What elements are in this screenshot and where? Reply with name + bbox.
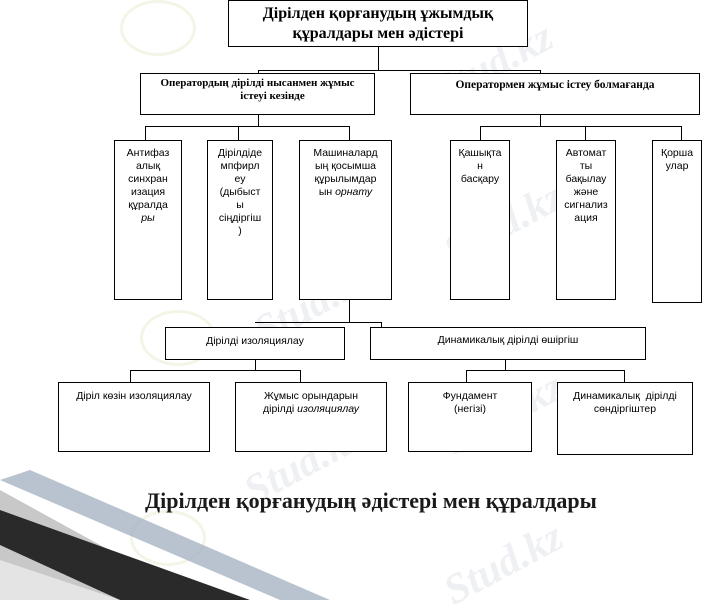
leaf-line: бақылау: [565, 173, 607, 185]
leaf-line: Дірілдіде: [217, 147, 263, 159]
leaf-box-machine-structures: Машиналард ың қосымша құрылымдар ын орна…: [299, 140, 392, 300]
leaf-line: ын орнату: [319, 186, 372, 199]
right-branch-box: Оператормен жұмыс істеу болмағанда: [410, 73, 700, 115]
connector-line: [540, 70, 541, 73]
leaf-box-automatic-monitoring: Автомат ты бақылау және сигнализ ация: [556, 140, 616, 300]
leaf-line: ың қосымша: [315, 160, 376, 172]
left-branch-line: істеуі кезінде: [240, 90, 305, 102]
bottom-box-word: изоляциялау: [297, 403, 359, 415]
leaf-line: Қорша: [660, 147, 694, 159]
bottom-box-foundation: Фундамент (негізі): [408, 382, 532, 452]
leaf-line: Автомат: [565, 147, 607, 159]
slide-title: Дірілден қорғанудың әдістері мен құралда…: [145, 488, 597, 513]
mid-box-label: Дірілді изоляциялау: [206, 335, 304, 347]
connector-line: [145, 126, 350, 127]
leaf-line: ры: [141, 212, 155, 224]
leaf-box-antiphase: Антифаз алық синхран изация құралда ры: [114, 140, 182, 300]
connector-line: [540, 115, 541, 126]
leaf-box-enclosures: Қорша улар: [652, 140, 702, 303]
leaf-line: Антифаз: [126, 147, 170, 159]
leaf-line: және: [573, 186, 599, 198]
connector-line: [480, 126, 682, 127]
connector-line: [130, 370, 300, 371]
connector-line: [466, 370, 624, 371]
bottom-box-label: Діріл көзін изоляциялау: [76, 390, 192, 402]
watermark-logo: [120, 0, 196, 56]
bottom-box-workplace-isolation: Жұмыс орындарын дірілді изоляциялау: [235, 382, 387, 452]
connector-line: [349, 300, 350, 322]
leaf-box-damping: Дірілдіде мпфирл еу (дыбыст ы сіңдіргіш …: [207, 140, 273, 300]
leaf-line: ы: [236, 199, 244, 211]
leaf-box-remote-control: Қашықта н басқару: [450, 140, 510, 300]
bottom-box-line: Динамикалық дірілді: [573, 390, 677, 402]
bottom-box-source-isolation: Діріл көзін изоляциялау: [58, 382, 210, 452]
mid-box-isolation: Дірілді изоляциялау: [165, 327, 345, 360]
connector-line: [505, 360, 506, 370]
bottom-box-line: сөндіргіштер: [593, 403, 657, 415]
connector-line: [585, 126, 586, 140]
mid-box-label: Динамикалық дірілді өшіргіш: [437, 334, 579, 346]
leaf-line: ): [238, 225, 242, 237]
leaf-line: ты: [579, 160, 593, 172]
leaf-line: құралда: [128, 199, 168, 211]
connector-line: [624, 370, 625, 382]
connector-line: [381, 322, 382, 328]
leaf-line: сигнализ: [564, 199, 608, 211]
connector-line: [681, 126, 682, 140]
connector-line: [378, 47, 379, 70]
connector-line: [349, 126, 350, 140]
bottom-box-line: Жұмыс орындарын: [263, 390, 359, 402]
connector-line: [145, 126, 146, 140]
leaf-line: еу: [234, 173, 246, 185]
connector-line: [300, 370, 301, 382]
leaf-line: басқару: [460, 173, 500, 185]
top-box-line: құралдары мен әдістері: [292, 25, 464, 42]
top-box-line: Дірілден қорғанудың ұжымдық: [262, 5, 494, 22]
leaf-word: ын: [318, 186, 333, 198]
leaf-line: (дыбыст: [219, 186, 261, 198]
decorative-stripes: [0, 470, 330, 600]
left-branch-box: Оператордың дірілді нысанмен жұмыс істеу…: [140, 73, 375, 115]
leaf-line: н: [477, 160, 483, 172]
right-branch-line: Оператормен жұмыс істеу болмағанда: [455, 79, 655, 91]
connector-line: [255, 360, 256, 370]
mid-box-dynamic-absorber: Динамикалық дірілді өшіргіш: [370, 327, 646, 360]
leaf-line: изация: [130, 186, 166, 198]
connector-line: [258, 70, 540, 71]
leaf-line: улар: [665, 160, 689, 172]
bottom-box-line: Фундамент: [442, 390, 498, 402]
leaf-line: құрылымдар: [314, 173, 377, 185]
bottom-box-line: (негізі): [454, 403, 486, 415]
connector-line: [238, 126, 239, 140]
leaf-line: синхран: [128, 173, 168, 185]
connector-line: [255, 322, 381, 323]
connector-line: [480, 126, 481, 140]
connector-line: [466, 370, 467, 382]
leaf-word: орнату: [335, 186, 373, 198]
leaf-line: мпфирл: [220, 160, 260, 172]
leaf-line: алық: [135, 160, 161, 172]
bottom-box-line: дірілді изоляциялау: [236, 403, 386, 416]
leaf-line: ация: [574, 212, 598, 224]
leaf-line: сіңдіргіш: [218, 212, 262, 224]
bottom-box-dynamic-dampers: Динамикалық дірілді сөндіргіштер: [557, 382, 693, 455]
left-branch-line: Оператордың дірілді нысанмен жұмыс: [160, 77, 355, 89]
top-box: Дірілден қорғанудың ұжымдық құралдары ме…: [228, 0, 528, 47]
connector-line: [258, 70, 259, 73]
connector-line: [130, 370, 131, 382]
connector-line: [258, 115, 259, 126]
leaf-line: Машиналард: [313, 147, 378, 159]
bottom-box-word: дірілді: [263, 403, 295, 415]
watermark-logo: [130, 510, 206, 566]
leaf-line: Қашықта: [458, 147, 502, 159]
